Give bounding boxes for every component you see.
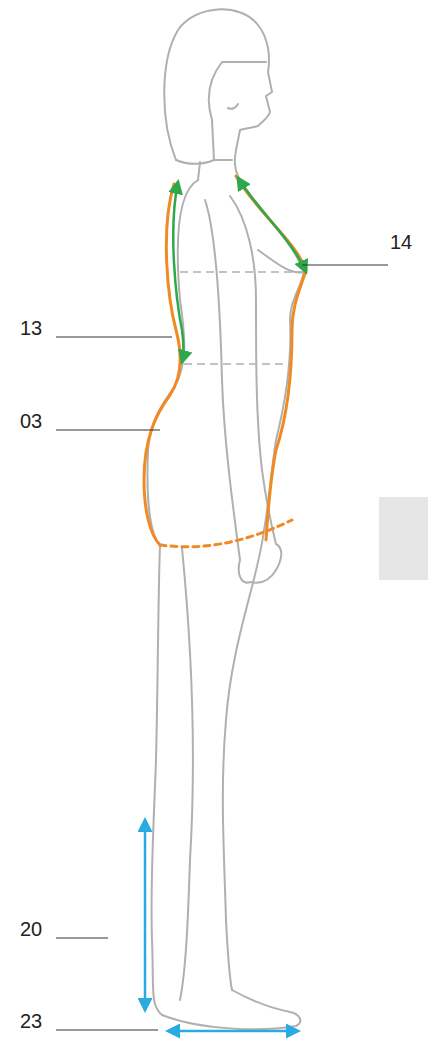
grey-box (379, 497, 428, 580)
figure-outline (148, 9, 305, 1029)
orange-measure (144, 176, 306, 547)
green-measure (173, 178, 306, 362)
level-line (180, 272, 302, 364)
callout-number: 13 (20, 318, 42, 338)
callout-number: 14 (390, 232, 412, 252)
callout-number: 23 (20, 1011, 42, 1031)
callout-number: 20 (20, 919, 42, 939)
blue-measure (145, 820, 298, 1031)
callout-number: 03 (20, 411, 42, 431)
leader-line (56, 265, 388, 1030)
